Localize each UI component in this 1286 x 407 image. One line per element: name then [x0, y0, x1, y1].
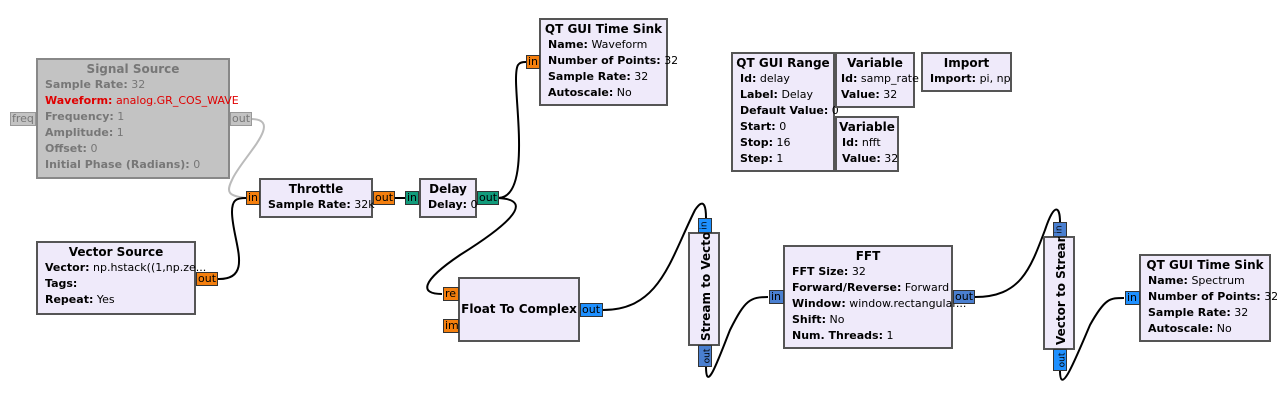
param-step: Step: 1	[740, 152, 784, 165]
param-default-value: Default Value: 0	[740, 104, 839, 117]
wire-vector-source-throttle	[217, 197, 247, 281]
fft-in-port[interactable]: in	[769, 290, 784, 304]
block-title: Throttle	[288, 182, 344, 196]
param-stop: Stop: 16	[740, 136, 791, 149]
param-value: Value: 32	[842, 152, 899, 165]
param-initial-phase: Initial Phase (Radians): 0	[45, 158, 201, 171]
param-repeat: Repeat: Yes	[45, 293, 115, 306]
param-amplitude: Amplitude: 1	[45, 126, 124, 139]
param-forward-reverse: Forward/Reverse: Forward	[792, 281, 950, 294]
param-sample-rate: Sample Rate: 32k	[268, 198, 375, 211]
param-window: Window: window.rectangular...	[792, 297, 967, 310]
param-id: Id: delay	[740, 72, 790, 85]
param-sample-rate: Sample Rate: 32	[548, 70, 649, 83]
qt-time-sink-waveform-in-port[interactable]: in	[526, 55, 540, 69]
block-title: Delay	[429, 182, 467, 196]
param-import: Import: pi, np	[930, 72, 1011, 85]
stream-to-vector-out-port[interactable]: out	[698, 345, 712, 367]
float-to-complex-im-port[interactable]: im	[443, 319, 459, 333]
param-name: Name: Spectrum	[1148, 274, 1245, 287]
throttle-block[interactable]: Throttle Sample Rate: 32k	[259, 178, 375, 218]
param-frequency: Frequency: 1	[45, 110, 125, 123]
param-vector: Vector: np.hstack((1,np.ze...	[45, 261, 207, 274]
qt-time-sink-waveform-block[interactable]: QT GUI Time Sink Name: Waveform Number o…	[539, 18, 679, 106]
signal-source-freq-port[interactable]: freq	[10, 112, 36, 126]
stream-to-vector-block[interactable]: Stream to Vector	[688, 225, 720, 346]
block-title: Stream to Vector	[699, 225, 713, 341]
block-title: QT GUI Time Sink	[1146, 258, 1264, 272]
fft-out-port[interactable]: out	[953, 290, 975, 304]
param-delay: Delay: 0	[428, 198, 478, 211]
param-autoscale: Autoscale: No	[1148, 322, 1232, 335]
signal-source-block[interactable]: Signal Source Sample Rate: 32 Waveform: …	[36, 58, 239, 179]
block-title: QT GUI Time Sink	[544, 22, 663, 36]
param-shift: Shift: No	[792, 313, 845, 326]
block-title: Variable	[839, 120, 895, 134]
float-to-complex-re-port[interactable]: re	[443, 287, 459, 301]
block-title: Float To Complex	[461, 302, 577, 316]
delay-in-port[interactable]: in	[405, 191, 419, 205]
param-offset: Offset: 0	[45, 142, 98, 155]
block-title: Variable	[847, 56, 903, 70]
float-to-complex-out-port[interactable]: out	[580, 303, 603, 317]
block-title: Signal Source	[86, 62, 180, 76]
variable-nfft-block[interactable]: Variable Id: nfft Value: 32	[835, 116, 899, 172]
param-id: Id: nfft	[842, 136, 881, 149]
param-autoscale: Autoscale: No	[548, 86, 632, 99]
throttle-in-port[interactable]: in	[246, 191, 260, 205]
param-number-of-points: Number of Points: 32	[548, 54, 679, 67]
vector-to-stream-out-port[interactable]: out	[1053, 349, 1067, 371]
float-to-complex-block[interactable]: Float To Complex	[458, 277, 580, 342]
variable-samp-rate-block[interactable]: Variable Id: samp_rate Value: 32	[835, 52, 919, 108]
block-title: QT GUI Range	[736, 56, 830, 70]
param-sample-rate: Sample Rate: 32	[1148, 306, 1249, 319]
vector-to-stream-in-port[interactable]: in	[1053, 222, 1067, 237]
param-name: Name: Waveform	[548, 38, 648, 51]
throttle-out-port[interactable]: out	[373, 191, 395, 205]
param-num-threads: Num. Threads: 1	[792, 329, 894, 342]
param-id: Id: samp_rate	[841, 72, 919, 85]
vector-source-block[interactable]: Vector Source Vector: np.hstack((1,np.ze…	[36, 241, 207, 315]
param-start: Start: 0	[740, 120, 787, 133]
import-block[interactable]: Import Import: pi, np	[921, 52, 1012, 92]
stream-to-vector-in-port[interactable]: in	[698, 218, 712, 233]
wire-delay-timesink	[497, 61, 527, 199]
qt-time-sink-spectrum-in-port[interactable]: in	[1125, 291, 1140, 305]
param-waveform: Waveform: analog.GR_COS_WAVE	[45, 94, 239, 107]
block-title: Vector to Stream	[1054, 229, 1068, 345]
qt-gui-range-block[interactable]: QT GUI Range Id: delay Label: Delay Defa…	[731, 52, 839, 172]
block-title: Import	[943, 56, 990, 70]
param-fft-size: FFT Size: 32	[792, 265, 866, 278]
param-value: Value: 32	[841, 88, 898, 101]
signal-source-out-port[interactable]: out	[230, 112, 252, 126]
block-title: FFT	[855, 249, 881, 263]
block-title: Vector Source	[68, 245, 164, 259]
vector-to-stream-block[interactable]: Vector to Stream	[1043, 229, 1075, 350]
fft-block[interactable]: FFT FFT Size: 32 Forward/Reverse: Forwar…	[783, 245, 967, 349]
vector-source-out-port[interactable]: out	[196, 272, 218, 286]
delay-out-port[interactable]: out	[477, 191, 499, 205]
qt-time-sink-spectrum-block[interactable]: QT GUI Time Sink Name: Spectrum Number o…	[1139, 254, 1279, 342]
delay-block[interactable]: Delay Delay: 0	[419, 178, 478, 218]
param-tags: Tags:	[45, 277, 78, 290]
param-number-of-points: Number of Points: 32	[1148, 290, 1279, 303]
param-sample-rate: Sample Rate: 32	[45, 78, 146, 91]
param-label: Label: Delay	[740, 88, 813, 101]
